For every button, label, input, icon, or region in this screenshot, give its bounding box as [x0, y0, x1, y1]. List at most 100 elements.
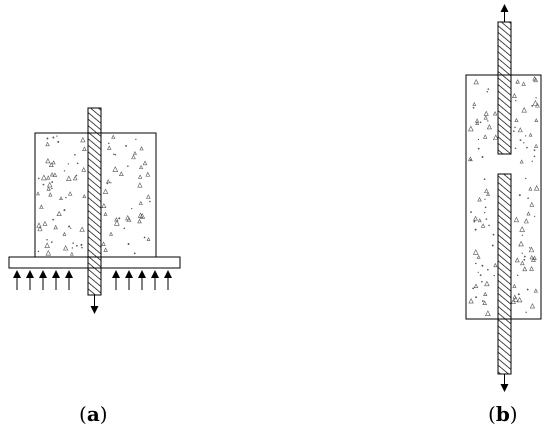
aggregate-speckle [528, 186, 533, 191]
aggregate-speckle [473, 215, 478, 221]
aggregate-speckle [123, 227, 126, 230]
aggregate-speckle [146, 237, 151, 241]
aggregate-speckle [483, 211, 486, 214]
aggregate-speckle [474, 228, 477, 231]
caption-a-letter: a [86, 402, 100, 426]
aggregate-speckle [46, 175, 51, 180]
aggregate-speckle [101, 202, 107, 208]
aggregate-speckle [102, 188, 109, 194]
aggregate-speckle [514, 126, 516, 129]
aggregate-speckle [475, 262, 477, 265]
aggregate-speckle [513, 296, 519, 302]
aggregate-speckle [59, 196, 63, 200]
aggregate-speckle [523, 258, 526, 261]
panel-b-lower-steel-bar [497, 173, 512, 375]
caption-b-close-paren: ) [509, 402, 518, 426]
aggregate-speckle [472, 249, 479, 255]
aggregate-speckle [526, 288, 529, 291]
aggregate-speckle [114, 153, 117, 156]
aggregate-speckle [472, 101, 477, 106]
aggregate-speckle [135, 138, 137, 141]
aggregate-speckle [103, 211, 108, 216]
aggregate-speckle [52, 218, 55, 221]
panel-a-reaction-arrows [13, 270, 172, 290]
aggregate-speckle [52, 172, 58, 177]
aggregate-speckle [79, 226, 85, 232]
aggregate-speckle [481, 264, 484, 267]
aggregate-speckle [137, 218, 142, 224]
aggregate-speckle [483, 110, 489, 116]
aggregate-speckle [139, 212, 146, 219]
panel-a-aggregate-speckles [36, 134, 151, 256]
aggregate-speckle [45, 141, 50, 147]
panel-a-steel-bar [87, 107, 102, 296]
aggregate-speckle [70, 227, 72, 229]
aggregate-speckle [143, 236, 146, 239]
aggregate-speckle [39, 204, 44, 209]
aggregate-speckle [46, 238, 48, 241]
aggregate-speckle [492, 233, 495, 236]
caption-b-open-paren: ( [488, 402, 496, 426]
aggregate-speckle [516, 296, 523, 303]
aggregate-speckle [75, 244, 78, 247]
aggregate-speckle [513, 130, 515, 132]
aggregate-speckle [521, 81, 526, 86]
aggregate-speckle [82, 146, 87, 151]
aggregate-speckle [46, 137, 49, 140]
aggregate-speckle [473, 220, 476, 223]
aggregate-speckle [137, 212, 144, 218]
aggregate-speckle [523, 255, 526, 258]
aggregate-speckle [65, 196, 67, 199]
aggregate-speckle [514, 147, 517, 150]
aggregate-speckle [534, 215, 536, 218]
aggregate-speckle [531, 105, 534, 107]
aggregate-speckle [67, 163, 70, 165]
aggregate-speckle [487, 120, 489, 122]
aggregate-speckle [535, 97, 537, 99]
aggregate-speckle [524, 135, 527, 137]
aggregate-speckle [53, 224, 58, 230]
aggregate-speckle [482, 300, 487, 305]
aggregate-speckle [533, 155, 536, 158]
aggregate-speckle [477, 271, 479, 273]
aggregate-speckle [477, 196, 482, 202]
aggregate-speckle [51, 241, 53, 243]
aggregate-speckle [74, 153, 76, 156]
aggregate-speckle [80, 243, 83, 246]
aggregate-speckle [47, 181, 53, 188]
aggregate-speckle [529, 201, 535, 207]
aggregate-speckle [518, 194, 521, 197]
aggregate-speckle [48, 192, 53, 197]
aggregate-speckle [475, 296, 477, 299]
aggregate-speckle [511, 93, 517, 98]
aggregate-speckle [525, 177, 527, 180]
aggregate-speckle [42, 220, 48, 226]
panel-b-upper-steel-bar [497, 21, 512, 155]
panel-b-direct-tension [465, 4, 542, 392]
aggregate-speckle [476, 254, 481, 259]
aggregate-speckle [484, 206, 487, 209]
aggregate-speckle [517, 127, 523, 133]
aggregate-speckle [44, 242, 50, 248]
aggregate-speckle [131, 154, 136, 160]
aggregate-speckle [112, 166, 119, 172]
aggregate-speckle [137, 182, 143, 188]
aggregate-speckle [525, 311, 527, 313]
aggregate-speckle [518, 240, 524, 247]
aggregate-speckle [533, 149, 536, 152]
caption-b-letter: b [495, 402, 510, 426]
aggregate-speckle [521, 252, 523, 254]
aggregate-speckle [470, 211, 472, 214]
aggregate-speckle [532, 99, 539, 106]
aggregate-speckle [484, 198, 486, 200]
aggregate-speckle [526, 211, 531, 216]
aggregate-speckle [492, 111, 498, 116]
aggregate-speckle [82, 194, 87, 198]
aggregate-speckle [513, 216, 520, 223]
aggregate-speckle [51, 187, 53, 190]
aggregate-speckle [106, 179, 111, 184]
aggregate-speckle [45, 158, 51, 164]
aggregate-speckle [486, 124, 492, 130]
aggregate-speckle [138, 174, 143, 179]
